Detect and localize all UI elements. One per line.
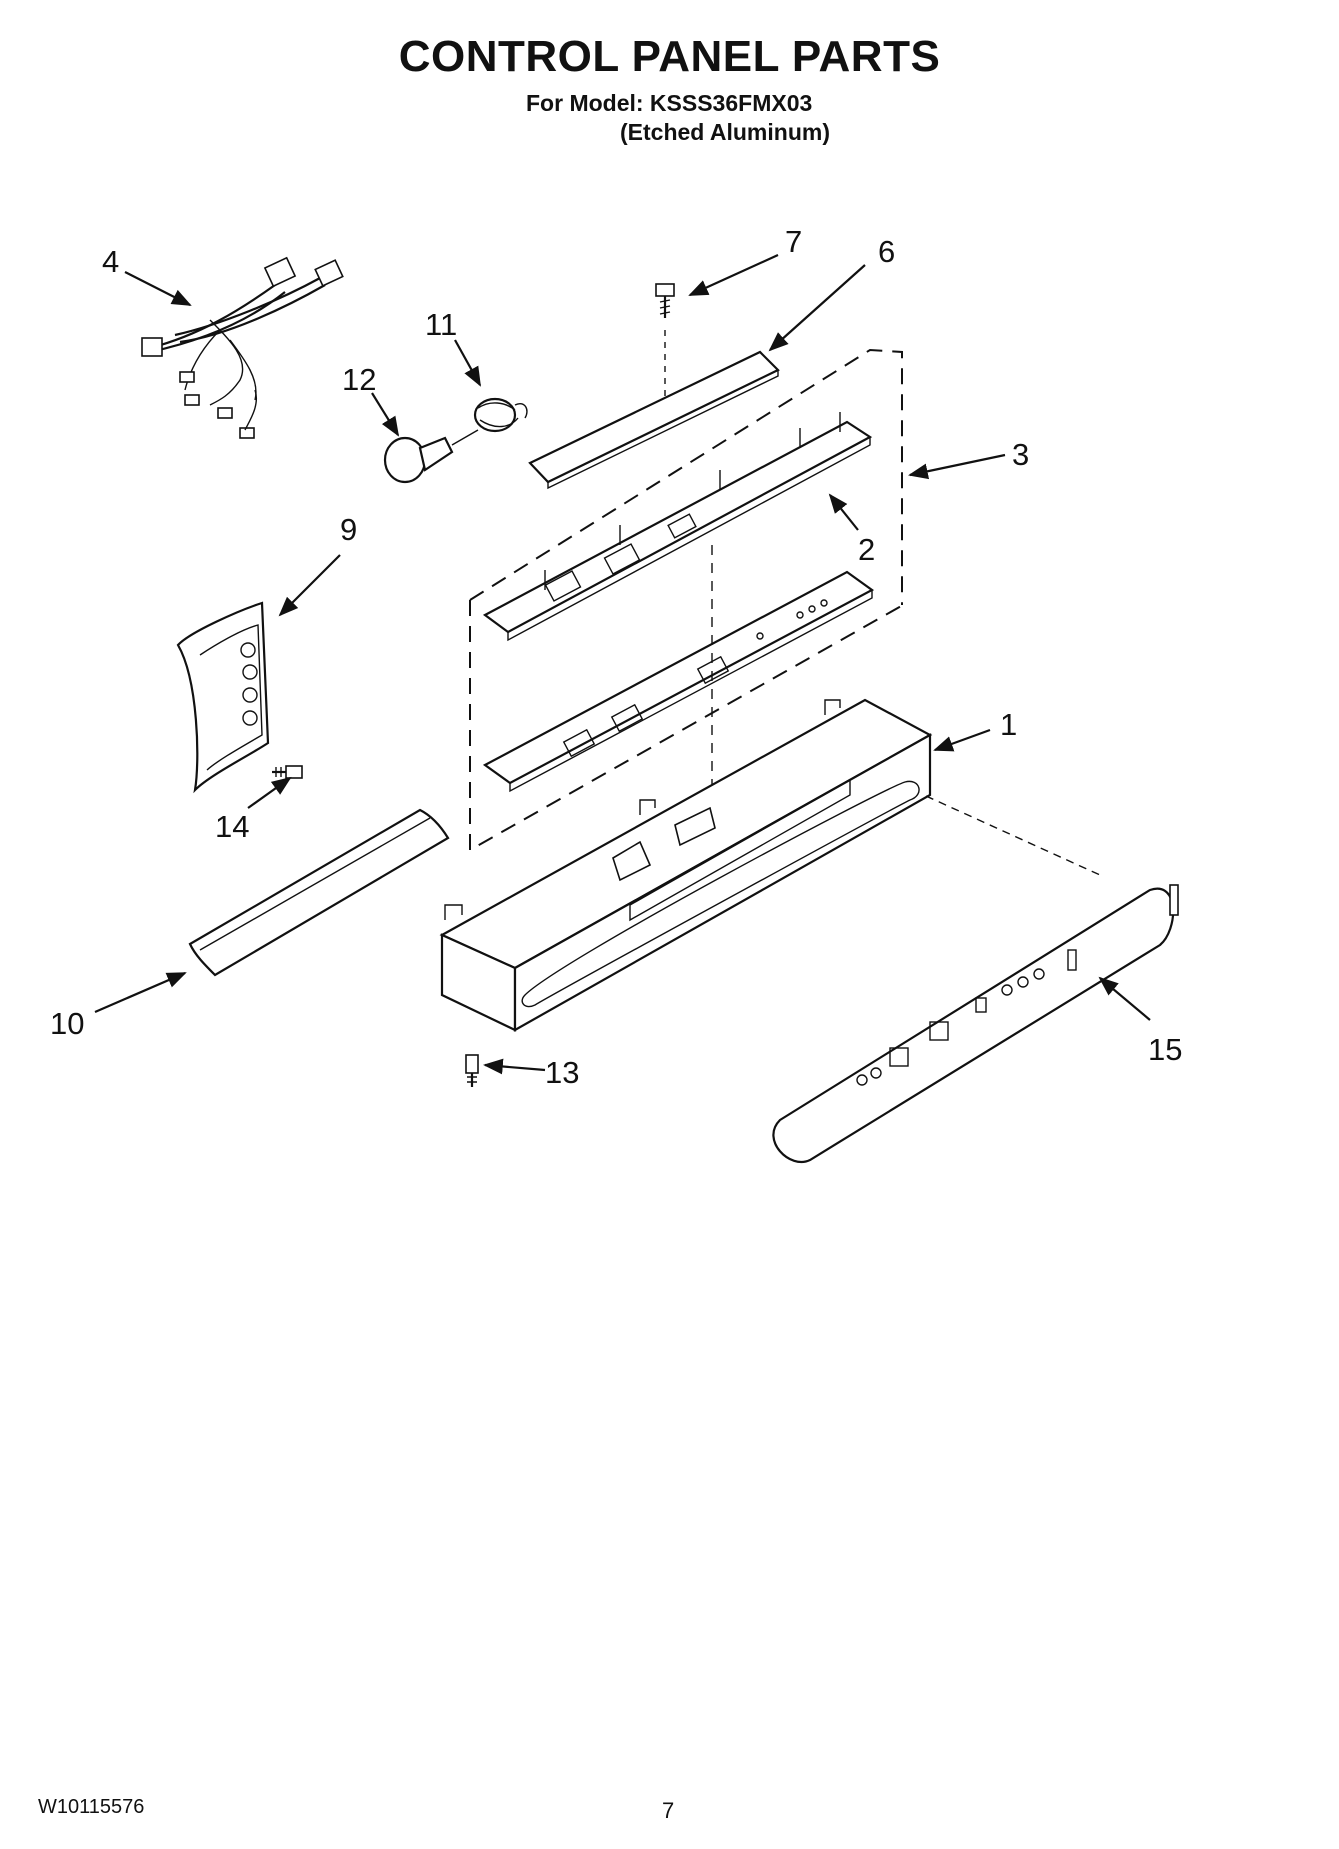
page-title: CONTROL PANEL PARTS: [398, 32, 941, 81]
control-board-upper-part: [482, 412, 873, 642]
model-line: For Model: KSSS36FMX03: [526, 90, 813, 116]
alignment-line-15: [925, 795, 1101, 876]
lamp-socket-part: [473, 397, 528, 433]
assembly-boundary: [469, 348, 904, 852]
callout-11: 11: [425, 307, 457, 342]
screw-part-14: [272, 765, 303, 779]
trim-strip-part: [188, 808, 450, 977]
callout-15: 15: [1148, 1032, 1182, 1067]
document-code: W10115576: [38, 1796, 145, 1818]
callout-13: 13: [545, 1055, 579, 1090]
control-trim-panel-part: [772, 884, 1179, 1163]
callout-7: 7: [785, 224, 802, 259]
screw-part-7: [655, 283, 675, 400]
callout-9: 9: [340, 512, 357, 547]
finish-line: (Etched Aluminum): [620, 119, 830, 145]
callout-1: 1: [1000, 707, 1017, 742]
bezel-part: [176, 601, 270, 794]
callout-6: 6: [878, 234, 895, 269]
callout-3: 3: [1012, 437, 1029, 472]
callout-14: 14: [215, 809, 249, 844]
callout-10: 10: [50, 1006, 84, 1041]
callout-4: 4: [102, 244, 119, 279]
cover-plate-part: [528, 350, 780, 490]
callout-2: 2: [858, 532, 875, 567]
light-bulb-part: [383, 429, 479, 484]
screw-part-13: [465, 1054, 479, 1087]
callout-leaders: [94, 253, 1151, 1075]
control-board-lower-part: [482, 570, 875, 793]
page-number: 7: [662, 1798, 675, 1823]
housing-part: [439, 698, 933, 1032]
wire-harness-part: [141, 256, 344, 439]
callout-12: 12: [342, 362, 376, 397]
